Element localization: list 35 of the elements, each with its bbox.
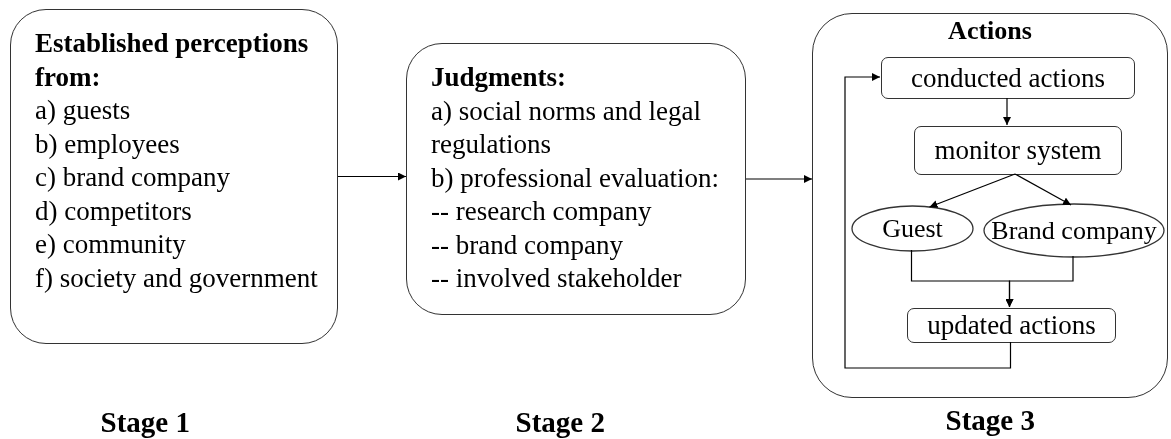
node-label: Guest xyxy=(882,216,943,241)
process-box xyxy=(914,126,1122,175)
box-heading: Established perceptions from: xyxy=(35,27,310,94)
list-item: -- brand company xyxy=(431,228,624,262)
arrow xyxy=(1014,173,1072,206)
list-item: b) professional evaluation: xyxy=(431,161,720,195)
stage-box xyxy=(406,43,746,315)
list-item: d) competitors xyxy=(35,194,193,228)
stage-label: Stage 1 xyxy=(100,406,190,439)
box-title: Actions xyxy=(948,16,1032,46)
stage-label: Stage 3 xyxy=(945,404,1035,437)
list-item: b) employees xyxy=(35,127,181,161)
ellipse-node xyxy=(984,204,1164,257)
node-label: updated actions xyxy=(927,310,1096,341)
stage-label: Stage 2 xyxy=(515,406,605,439)
list-item: -- research company xyxy=(431,195,653,228)
arrow xyxy=(1005,255,1074,308)
node-label: Brand company xyxy=(991,218,1157,243)
arrow xyxy=(337,172,407,181)
list-item: e) community xyxy=(35,228,187,261)
node-label: monitor system xyxy=(934,135,1102,166)
list-item: a) guests xyxy=(35,94,132,127)
stage-box xyxy=(812,13,1168,398)
list-item: f) society and government xyxy=(35,261,319,295)
stage-box xyxy=(10,9,338,344)
ellipse-node xyxy=(852,206,973,251)
process-box xyxy=(881,57,1135,99)
process-box xyxy=(907,308,1116,343)
arrow xyxy=(745,175,813,183)
node-label: conducted actions xyxy=(910,62,1106,94)
list-item: c) brand company xyxy=(35,161,231,194)
list-item: -- involved stakeholder xyxy=(431,262,683,295)
arrow xyxy=(1003,97,1011,126)
box-heading: Judgments: xyxy=(431,61,567,94)
arrow xyxy=(844,73,1012,369)
